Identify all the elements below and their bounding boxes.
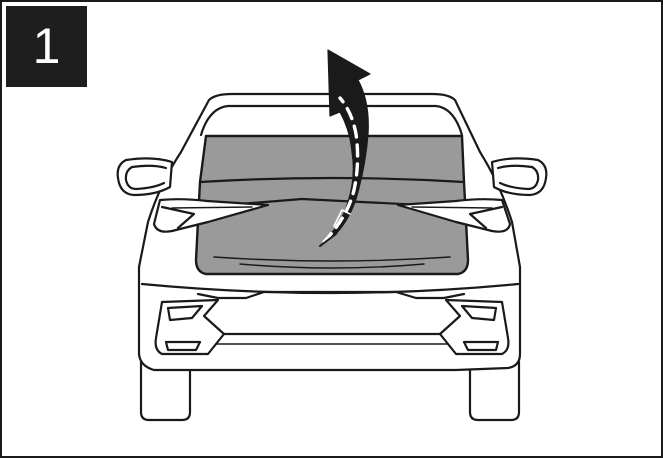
tailgate-panel (194, 134, 470, 276)
wheel-icon (139, 360, 521, 422)
open-tailgate-arrow-icon (319, 49, 371, 247)
tail-light-icon (152, 198, 512, 233)
step-number-badge: 1 (6, 6, 87, 87)
bumper-reflector-icon (154, 298, 510, 356)
side-mirror-icon (116, 157, 548, 197)
